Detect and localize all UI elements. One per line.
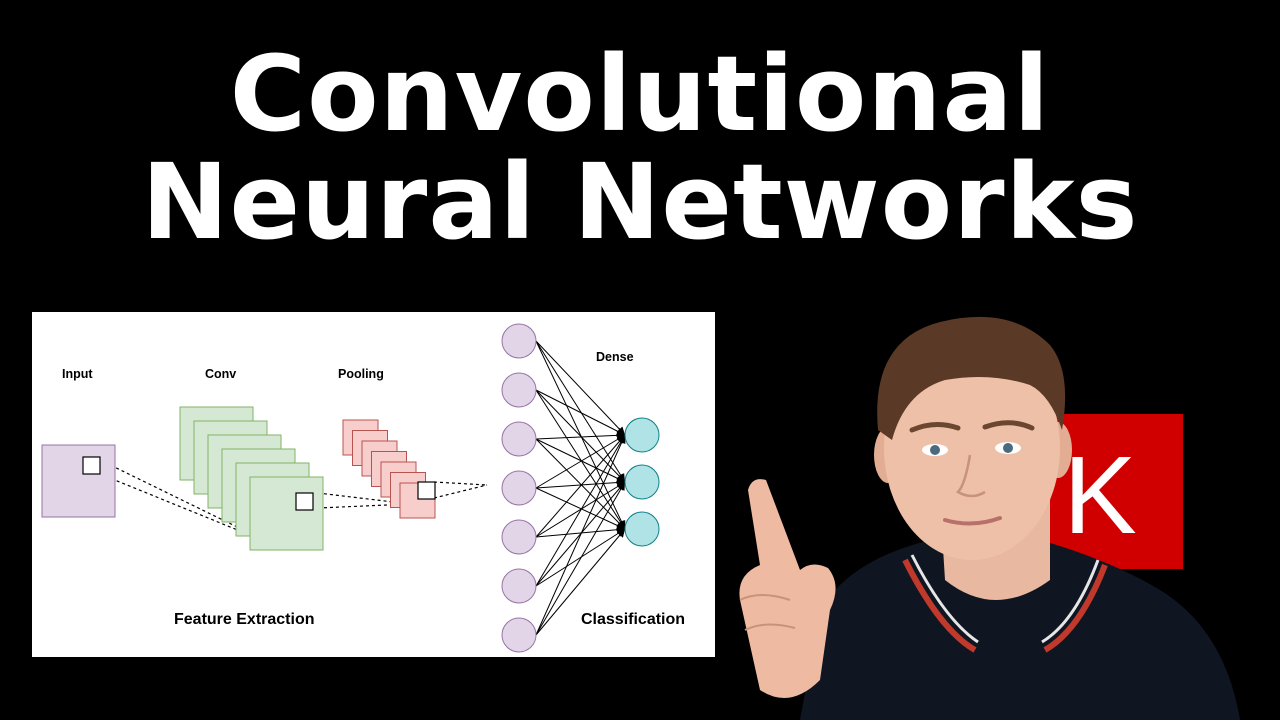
label-dense: Dense	[596, 350, 634, 364]
pointing-hand	[739, 479, 836, 698]
cnn-diagram: Input Conv Pooling Dense Feature Extract…	[32, 312, 715, 657]
label-feature-extraction: Feature Extraction	[174, 611, 314, 628]
conv-kernel-window	[295, 492, 314, 511]
face	[884, 336, 1060, 560]
dense-edge	[535, 528, 626, 587]
dense-connections	[535, 340, 626, 636]
dense-edge	[535, 389, 626, 530]
hair	[877, 316, 1066, 440]
conv-feature-maps	[179, 406, 324, 551]
label-classification: Classification	[581, 611, 685, 628]
dense-edge	[535, 434, 626, 587]
title-line-2: Neural Networks	[141, 141, 1139, 263]
dense-input-node	[501, 519, 537, 555]
label-pooling: Pooling	[338, 367, 384, 381]
dense-edge	[535, 528, 626, 636]
dense-output-node	[624, 511, 660, 547]
dense-edge	[535, 434, 626, 440]
dense-edge	[535, 487, 626, 530]
dense-input-node	[501, 323, 537, 359]
dense-input-node	[501, 372, 537, 408]
label-conv: Conv	[205, 367, 236, 381]
conv-feature-map	[249, 476, 324, 551]
dense-edge	[535, 481, 626, 489]
dense-edge	[535, 340, 626, 436]
dense-input-node	[501, 568, 537, 604]
dense-edge	[535, 434, 626, 636]
dense-edge	[535, 438, 626, 530]
title-line-1: Convolutional	[229, 33, 1051, 155]
dense-nodes	[501, 323, 660, 653]
dense-edge	[535, 481, 626, 636]
projection-line	[433, 481, 488, 486]
projection-line	[99, 459, 273, 545]
cnn-diagram-svg: Input Conv Pooling Dense Feature Extract…	[41, 323, 685, 653]
dense-edge	[535, 389, 626, 436]
dense-edge	[535, 340, 626, 483]
dense-edge	[535, 481, 626, 538]
dense-input-node	[501, 421, 537, 457]
dense-input-node	[501, 617, 537, 653]
dense-arrowhead	[618, 435, 626, 444]
dense-arrowhead	[616, 529, 625, 538]
input-kernel-window	[82, 456, 101, 475]
pool-feature-maps	[342, 419, 436, 519]
dense-edge	[535, 434, 626, 538]
dense-edge	[535, 438, 626, 483]
keras-logo-letter: K	[1063, 434, 1136, 557]
dense-edge	[535, 434, 626, 489]
input-layer	[41, 444, 116, 518]
shirt	[800, 540, 1240, 720]
dense-input-node	[501, 470, 537, 506]
dense-edge	[535, 528, 626, 538]
pool-kernel-window	[417, 481, 436, 500]
dense-edge	[535, 389, 626, 483]
dense-edge	[535, 340, 626, 530]
dense-arrowhead	[617, 482, 625, 491]
projection-line	[99, 473, 273, 545]
dense-output-node	[624, 464, 660, 500]
dense-output-node	[624, 417, 660, 453]
label-input: Input	[62, 367, 93, 381]
